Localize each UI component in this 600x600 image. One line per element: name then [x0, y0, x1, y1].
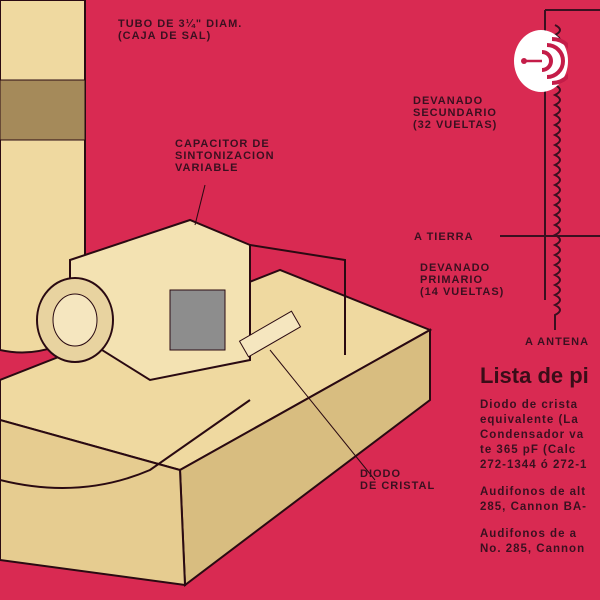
- variable-capacitor: [36, 218, 251, 382]
- parts-line: 272-1344 ó 272-1: [480, 459, 588, 471]
- label-primary-winding: DEVANADO PRIMARIO (14 VUELTAS): [420, 262, 505, 298]
- parts-line: Condensador va: [480, 429, 585, 441]
- label-capacitor: CAPACITOR DE SINTONIZACION VARIABLE: [175, 138, 275, 174]
- podcast-icon[interactable]: [514, 30, 576, 92]
- label-ground: A TIERRA: [414, 231, 474, 243]
- label-antenna: A ANTENA: [525, 336, 590, 348]
- parts-line: te 365 pF (Calc: [480, 444, 577, 456]
- label-tube: TUBO DE 3¼" DIAM. (CAJA DE SAL): [118, 18, 243, 42]
- parts-line: 285, Cannon BA-: [480, 501, 588, 513]
- parts-line: Audifonos de alt: [480, 486, 587, 498]
- crystal-diode: [238, 310, 302, 358]
- label-secondary-winding: DEVANADO SECUNDARIO (32 VUELTAS): [413, 95, 498, 131]
- parts-list: Diodo de crista equivalente (La Condensa…: [480, 398, 587, 557]
- parts-line: equivalente (La: [480, 414, 579, 426]
- label-diode: DIODO DE CRISTAL: [360, 468, 436, 492]
- parts-line: Diodo de crista: [480, 399, 579, 411]
- parts-line: No. 285, Cannon: [480, 543, 586, 555]
- parts-list-title: Lista de pi: [480, 363, 589, 388]
- parts-line: Audifonos de a: [480, 528, 578, 540]
